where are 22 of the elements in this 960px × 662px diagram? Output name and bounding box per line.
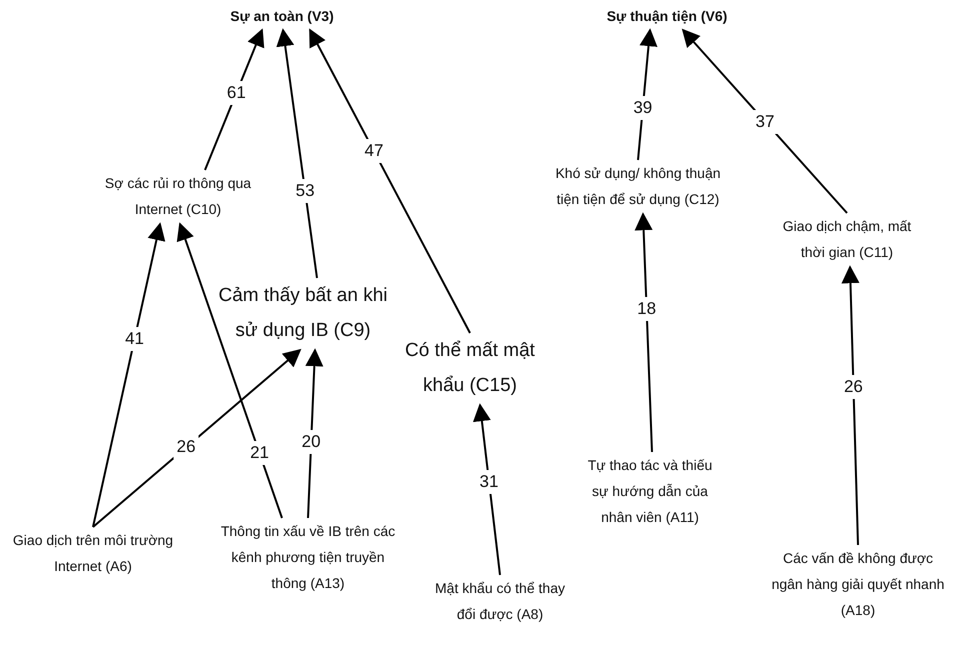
edge-label: 26: [174, 435, 199, 460]
arrow: [276, 28, 318, 278]
node-text: Sợ các rủi ro thông qua Internet (C10): [104, 174, 252, 219]
node-text: Giao dịch trên môi trường Internet (A6): [12, 531, 174, 576]
node-text: Sự thuận tiện (V6): [606, 7, 728, 26]
arrow: [682, 28, 848, 214]
node-text: Sự an toàn (V3): [229, 7, 335, 26]
arrow: [841, 265, 860, 546]
arrow: [92, 348, 302, 528]
node-text: Các vấn đề không được ngân hàng giải quyết nhanh (A18): [770, 549, 946, 620]
node-text: Tự thao tác và thiếu sự hướng dẫn của nhân viên (A11): [586, 456, 714, 527]
edge-label: 37: [752, 110, 778, 134]
node-text: Cảm thấy bất an khi sử dụng IB (C9): [218, 284, 388, 343]
node-text: Thông tin xấu về IB trên các kênh phương tiện truyền thông (A13): [220, 522, 396, 593]
arrow: [92, 222, 166, 528]
node-text: Giao dịch chậm, mất thời gian (C11): [782, 217, 912, 262]
arrow: [309, 28, 471, 334]
arrow: [634, 212, 653, 452]
node-text: Có thể mất mật khẩu (C15): [405, 339, 535, 398]
node-text: Mật khẩu có thể thay đổi được (A8): [434, 579, 566, 624]
arrow: [176, 222, 283, 518]
node-text: Khó sử dụng/ không thuận tiện tiện để sử dụng (C12): [554, 164, 722, 209]
